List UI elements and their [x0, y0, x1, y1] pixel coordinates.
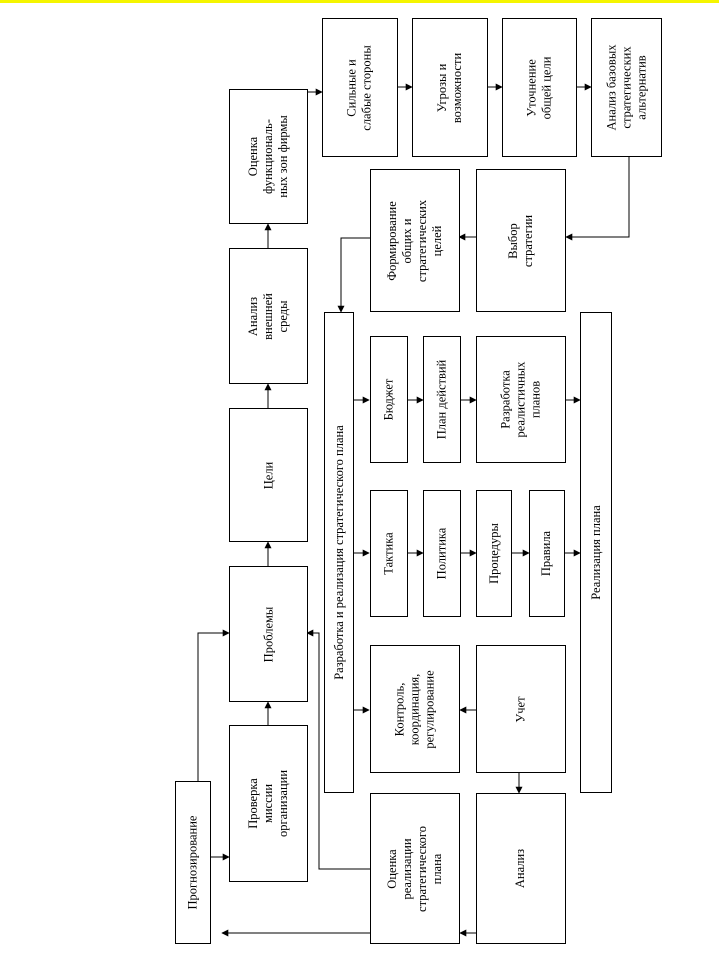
plan-impl-label: Реализация плана: [588, 505, 603, 600]
strengths-box: Сильные и слабые стороны: [322, 18, 398, 157]
goals-box: Цели: [229, 408, 308, 542]
budget-label: Бюджет: [381, 378, 396, 421]
procedures-label: Процедуры: [486, 523, 501, 584]
refine-goal-label: Уточнение общей цели: [524, 56, 554, 119]
arrow-evaluation-to-problems: [306, 629, 370, 870]
form-goals-label: Формирование общих и стратегических целе…: [384, 199, 444, 282]
control-label: Контроль, координация, регулирование: [392, 669, 437, 749]
alternatives-box: Анализ базовых стратегических альтернати…: [591, 18, 662, 157]
threats-label: Угрозы и возможности: [434, 52, 464, 123]
realistic-plans-box: Разработка реалистичных планов: [476, 336, 566, 463]
func-zones-box: Оценка функциональ- ных зон фирмы: [229, 89, 308, 224]
rules-label: Правила: [539, 530, 554, 577]
eval-impl-label: Оценка реализации стратегического плана: [384, 825, 444, 912]
forecasting-box: Прогнозирование: [175, 781, 211, 944]
form-goals-box: Формирование общих и стратегических целе…: [370, 169, 460, 312]
arrow-alternatives-to-strategy: [565, 156, 630, 241]
arrow-forecast-to-problems: [197, 629, 230, 781]
analysis-box: Анализ: [476, 793, 566, 944]
realistic-plans-label: Разработка реалистичных планов: [498, 361, 543, 438]
procedures-box: Процедуры: [476, 490, 512, 617]
alternatives-label: Анализ базовых стратегических альтернати…: [604, 44, 648, 131]
problems-box: Проблемы: [229, 566, 308, 702]
refine-goal-box: Уточнение общей цели: [502, 18, 577, 157]
rules-box: Правила: [529, 490, 565, 617]
tactics-label: Тактика: [381, 532, 396, 575]
func-zones-label: Оценка функциональ- ных зон фирмы: [246, 115, 290, 198]
choose-strategy-box: Выбор стратегии: [476, 169, 566, 312]
accounting-box: Учет: [476, 645, 566, 773]
goals-label: Цели: [260, 461, 275, 489]
env-analysis-box: Анализ внешней среды: [229, 248, 308, 384]
choose-strategy-label: Выбор стратегии: [506, 214, 535, 267]
problems-label: Проблемы: [260, 606, 275, 662]
top-highlight-bar: [0, 0, 719, 3]
action-plan-label: План действий: [434, 359, 449, 440]
mission-check-box: Проверка миссии организации: [229, 725, 308, 882]
plan-impl-bar: Реализация плана: [580, 312, 612, 793]
threats-box: Угрозы и возможности: [412, 18, 488, 157]
mission-check-label: Проверка миссии организации: [245, 769, 290, 838]
budget-box: Бюджет: [370, 336, 408, 463]
strengths-label: Сильные и слабые стороны: [345, 44, 375, 131]
dev-impl-bar: Разработка и реализация стратегического …: [324, 312, 354, 793]
control-box: Контроль, координация, регулирование: [370, 645, 460, 773]
forecasting-label: Прогнозирование: [185, 815, 200, 910]
dev-impl-label: Разработка и реализация стратегического …: [331, 425, 346, 680]
tactics-box: Тактика: [370, 490, 408, 617]
eval-impl-box: Оценка реализации стратегического плана: [370, 793, 460, 944]
arrow-formgoals-to-devplan: [337, 237, 370, 313]
accounting-label: Учет: [513, 695, 528, 723]
analysis-label: Анализ: [513, 848, 528, 889]
action-plan-box: План действий: [423, 336, 461, 463]
policy-box: Политика: [423, 490, 461, 617]
env-analysis-label: Анализ внешней среды: [245, 292, 290, 340]
policy-label: Политика: [434, 527, 449, 580]
